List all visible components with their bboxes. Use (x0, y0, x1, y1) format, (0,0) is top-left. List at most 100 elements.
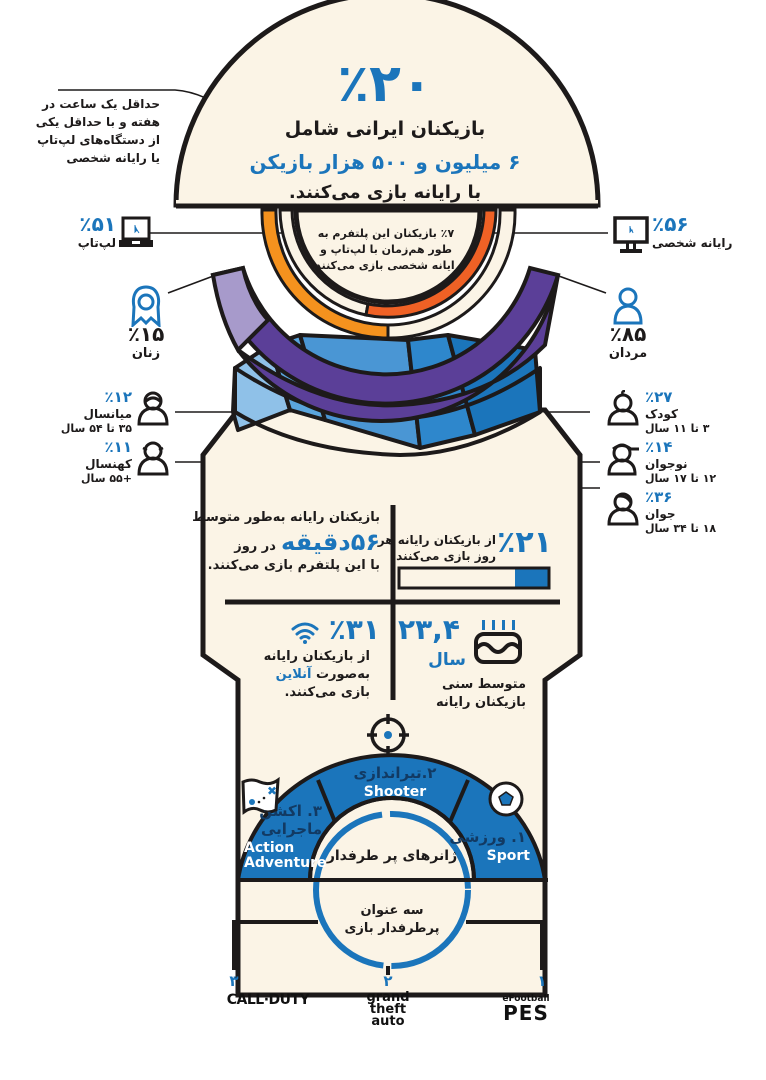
age-group-young: ٪۳۶ جوان ۱۸ تا ۳۴ سال (645, 488, 725, 536)
titles-bracket (232, 920, 544, 975)
genre-sport-en: Sport (486, 848, 530, 864)
female-label: زنان (131, 346, 161, 361)
age-percent: ٪۳۶ (645, 488, 673, 506)
call-of-duty-logo: CALL·DUTY (226, 992, 310, 1008)
top-titles-title-line1: سه عنوان (360, 903, 424, 918)
avg-minutes-suffix: در روز (234, 539, 276, 554)
pes-logo: eFootball PES (496, 994, 556, 1025)
genre-action-fa: ۳. اکشن (259, 802, 322, 820)
gta-logo: grand theft auto (358, 990, 418, 1029)
definition-note: حداقل یک ساعت در هفته و با حداقل یکی از … (35, 95, 160, 167)
gta-logo-line1: grand (366, 990, 410, 1005)
top-titles-title-line2: پرطرفدار بازی (344, 921, 440, 936)
avg-minutes-value-row: ۵۶دقیقه در روز (220, 527, 380, 557)
definition-note-line: هفته و با حداقل یکی (35, 115, 160, 129)
genre-action-fa2: ماجرایی (260, 820, 322, 838)
age-label: میانسال (83, 406, 132, 421)
senior-icon (137, 441, 169, 476)
genre-adventure-en: Adventure (244, 855, 327, 871)
soccer-ball-icon (488, 781, 524, 817)
middle-aged-icon (137, 391, 169, 426)
age-label: کودک (645, 406, 678, 421)
daily-play-bar-track (397, 566, 551, 590)
genre-shooter-en: Shooter (363, 784, 427, 800)
gta-logo-line2: theft (369, 1002, 407, 1017)
age-percent: ٪۱۲ (104, 388, 132, 406)
daily-play-text-line: روز بازی می‌کنند. (391, 549, 496, 563)
age-group-middle: ٪۱۲ میانسال ۳۵ تا ۵۴ سال (60, 388, 132, 436)
desktop-label: رایانه شخصی (652, 236, 733, 250)
definition-note-line: حداقل یک ساعت در (42, 97, 160, 111)
age-percent: ٪۲۷ (645, 388, 673, 406)
avg-age-caption: متوسط سنی بازیکنان رایانه (420, 676, 526, 712)
laptop-label: لپ‌تاپ (77, 236, 116, 250)
gta-logo-line3: auto (371, 1014, 405, 1029)
overlap-note-line: رایانه شخصی بازی می‌کنند. (311, 259, 461, 272)
definition-note-line: از دستگاه‌های لپ‌تاپ (37, 133, 160, 147)
rank-1: ۱ (537, 972, 547, 990)
desktop-percent: ٪۵۶ (652, 212, 689, 236)
wifi-icon (291, 622, 319, 644)
headline-line1: بازیکنان ایرانی شامل (284, 118, 486, 140)
pes-logo-line1: eFootball (502, 994, 550, 1004)
overlap-note-line: ٪۷ بازیکنان این پلتفرم به (317, 227, 455, 240)
definition-note-line: یا رایانه شخصی (66, 151, 160, 165)
age-range: ۱۸ تا ۳۴ سال (645, 521, 717, 535)
daily-play-text-line: از بازیکنان رایانه هر (377, 533, 496, 547)
age-group-senior: ٪۱۱ کهنسال +۵۵ سال (60, 438, 132, 486)
avg-age-value: ۲۳,۴ (398, 613, 460, 646)
man-icon (613, 287, 643, 325)
top-titles-title: سه عنوان پرطرفدار بازی (322, 902, 462, 938)
headline-line2: ۶ میلیون و ۵۰۰ هزار بازیکن (249, 150, 521, 174)
age-group-teen: ٪۱۴ نوجوان ۱۲ تا ۱۷ سال (645, 438, 725, 486)
daily-play-percent: ٪۲۱ (497, 525, 552, 560)
avg-age-unit: سال (428, 650, 466, 670)
age-range: ۳۵ تا ۵۴ سال (60, 421, 132, 435)
headline-line3: با رایانه بازی می‌کنند. (288, 182, 482, 203)
genre-action-en: Action (244, 840, 295, 856)
avg-age-line2: بازیکنان رایانه (436, 695, 526, 710)
top-titles-circle (313, 811, 471, 969)
device-rings (260, 207, 517, 340)
age-label: جوان (645, 506, 676, 521)
age-group-child: ٪۲۷ کودک ۳ تا ۱۱ سال (645, 388, 725, 436)
online-line3: بازی می‌کنند. (284, 685, 370, 700)
daily-play-text: از بازیکنان رایانه هر روز بازی می‌کنند. (377, 532, 496, 564)
online-line1: از بازیکنان رایانه (263, 649, 370, 664)
daily-play-bar-fill (515, 569, 548, 587)
male-label: مردان (608, 346, 648, 361)
age-label: نوجوان (645, 456, 688, 471)
avg-minutes-value: ۵۶دقیقه (281, 528, 380, 556)
header-dome (173, 0, 601, 208)
avg-minutes-line3: با این پلتفرم بازی می‌کنند. (207, 558, 380, 573)
online-text: از بازیکنان رایانه به‌صورت آنلاین بازی م… (240, 648, 370, 702)
age-range: ۱۲ تا ۱۷ سال (645, 471, 717, 485)
crosshair-icon (367, 714, 409, 756)
woman-hijab-icon (131, 285, 161, 327)
headline-percent: ٪۲۰ (337, 54, 433, 114)
pes-logo-line2: PES (503, 1001, 549, 1025)
genres-title: ژانرهای پر طرفدار (326, 848, 458, 864)
young-adult-icon (607, 492, 639, 526)
online-percent: ٪۳۱ (328, 613, 380, 646)
age-percent: ٪۱۴ (645, 438, 673, 456)
avg-minutes-line1: بازیکنان رایانه به‌طور متوسط (192, 510, 380, 525)
female-percent: ٪۱۵ (127, 322, 165, 346)
laptop-icon (119, 216, 153, 247)
age-label: کهنسال (85, 456, 132, 471)
age-percent: ٪۱۱ (104, 438, 132, 456)
avg-age-line1: متوسط سنی (442, 677, 526, 692)
age-range: +۵۵ سال (81, 471, 132, 485)
child-icon (607, 390, 639, 426)
svg-text:✖: ✖ (267, 784, 277, 798)
gender-ring (210, 265, 561, 423)
online-highlight: آنلاین (275, 667, 312, 682)
male-percent: ٪۸۵ (609, 322, 647, 346)
genre-shooter-fa: ۲.تیراندازی (353, 764, 437, 782)
desktop-monitor-icon (613, 216, 649, 253)
rank-3: ۳ (229, 972, 239, 990)
teen-cap-icon (607, 443, 639, 476)
genre-sport-fa: ۱. ورزشی (449, 828, 526, 846)
age-range: ۳ تا ۱۱ سال (645, 421, 710, 435)
